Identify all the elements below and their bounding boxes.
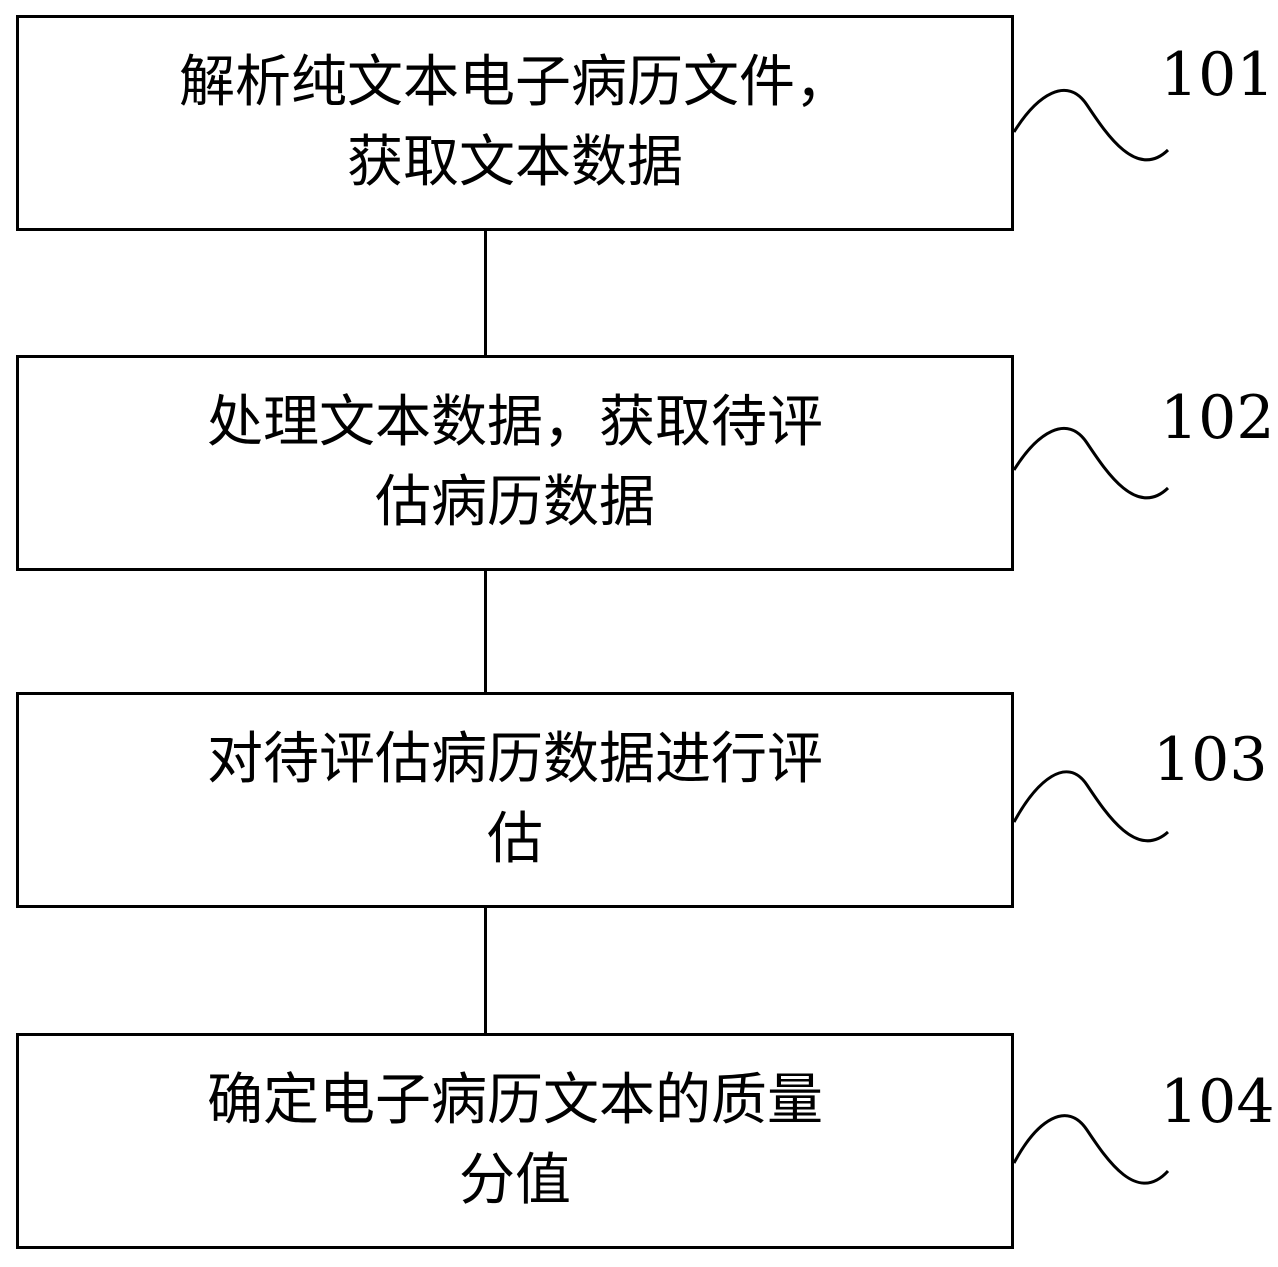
- step-label-104: 104: [1160, 1067, 1275, 1137]
- step-text-104: 确定电子病历文本的质量 分值: [207, 1068, 823, 1213]
- leader-line-101: [1012, 89, 1170, 162]
- step-label-102: 102: [1160, 383, 1275, 453]
- connector-103-104: [484, 908, 487, 1034]
- step-text-103: 对待评估病历数据进行评 估: [207, 727, 823, 872]
- step-label-101: 101: [1160, 40, 1275, 110]
- leader-line-104: [1012, 1114, 1170, 1185]
- step-text-101: 解析纯文本电子病历文件， 获取文本数据: [179, 50, 851, 195]
- step-label-103: 103: [1153, 725, 1268, 795]
- step-box-102: 处理文本数据，获取待评 估病历数据: [16, 355, 1014, 571]
- connector-102-103: [484, 571, 487, 693]
- step-box-101: 解析纯文本电子病历文件， 获取文本数据: [16, 15, 1014, 231]
- step-text-102: 处理文本数据，获取待评 估病历数据: [207, 390, 823, 535]
- connector-101-102: [484, 231, 487, 356]
- leader-line-103: [1012, 770, 1170, 843]
- leader-line-102: [1012, 427, 1170, 500]
- step-box-103: 对待评估病历数据进行评 估: [16, 692, 1014, 908]
- step-box-104: 确定电子病历文本的质量 分值: [16, 1033, 1014, 1249]
